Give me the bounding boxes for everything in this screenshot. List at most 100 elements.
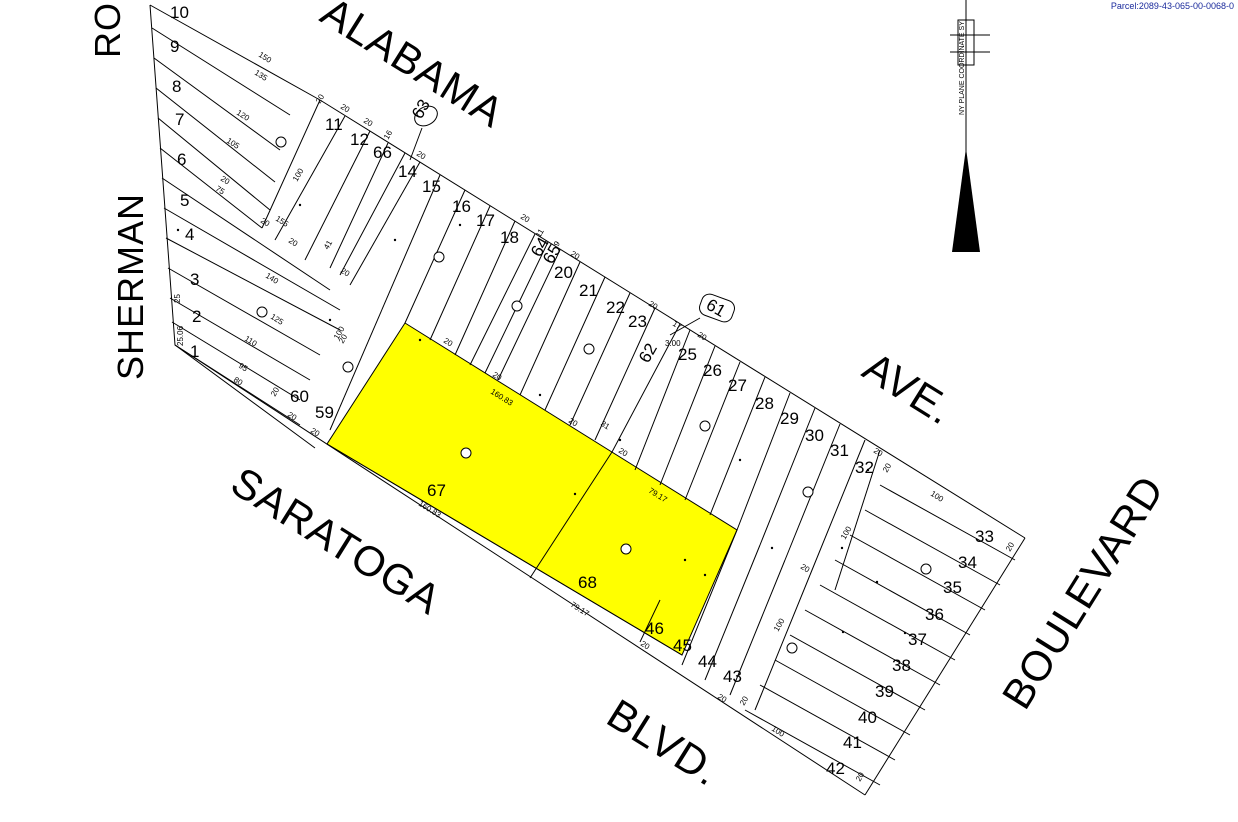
lot-68-46-divider [639,599,661,643]
north-lot-lines [261,99,881,591]
lot-29: 29 [780,409,799,428]
lot-1: 1 [190,342,199,361]
svg-text:25.06: 25.06 [176,325,185,346]
north-arrow-label: NY PLANE COORDINATE SY [959,21,966,115]
svg-text:20: 20 [881,461,894,474]
lot-41: 41 [843,733,862,752]
lot-31: 31 [830,441,849,460]
lot-14: 14 [398,162,417,181]
svg-text:20: 20 [799,562,812,575]
lot-11: 11 [325,115,343,134]
lot-5: 5 [180,191,189,210]
lot-3: 3 [190,270,199,289]
lot-67: 67 [427,481,446,500]
street-sherman: SHERMAN [110,193,151,380]
lot-27: 27 [728,376,747,395]
street-ro: RO [87,2,128,58]
north-boundary [149,4,321,101]
svg-text:20: 20 [309,426,322,439]
lot-7: 7 [175,110,184,129]
lot-17: 17 [476,211,495,230]
lot-67-68-divider [529,451,613,579]
svg-text:20: 20 [872,446,885,459]
saratoga-blvd-frontage [174,344,866,796]
lot-37: 37 [908,630,927,649]
west-lot-lines [151,27,341,401]
svg-text:20: 20 [339,266,352,279]
lot-circles [256,136,932,654]
lot-28: 28 [755,394,774,413]
lot-68: 68 [578,573,597,592]
svg-text:20: 20 [854,770,867,783]
svg-text:100: 100 [770,724,787,739]
lot-63-callout: 63 [408,96,438,161]
svg-text:3.00: 3.00 [665,339,681,348]
svg-text:20: 20 [716,692,729,705]
lot-61-callout: 61 [669,293,735,336]
svg-text:31: 31 [599,419,612,432]
street-ave: AVE. [855,343,962,434]
svg-text:25: 25 [173,294,182,303]
svg-text:79.17: 79.17 [569,600,591,619]
lot-23: 23 [628,312,647,331]
svg-text:100: 100 [929,489,946,504]
svg-text:20: 20 [519,212,532,225]
svg-text:75: 75 [214,184,227,197]
lot-38: 38 [892,656,911,675]
lot-34: 34 [958,553,977,572]
lot-60: 60 [290,387,309,406]
lot-66: 66 [373,143,392,162]
svg-text:110: 110 [243,334,259,349]
svg-text:100: 100 [772,616,787,633]
lot-2: 2 [192,307,201,326]
street-boulevard: BOULEVARD [993,467,1173,717]
svg-text:120: 120 [235,108,252,123]
svg-text:105: 105 [225,136,242,151]
lot-18: 18 [500,228,519,247]
svg-text:100: 100 [291,166,306,183]
lot-10: 10 [170,3,189,22]
lot-46: 46 [645,619,664,638]
svg-text:80: 80 [232,375,245,388]
svg-text:20: 20 [738,694,751,707]
svg-text:20: 20 [1004,540,1017,553]
lot-33: 33 [975,527,994,546]
lot-43: 43 [723,667,742,686]
lot-25: 25 [678,345,697,364]
lot-39: 39 [875,682,894,701]
lot-20: 20 [554,263,573,282]
svg-text:41: 41 [322,238,335,251]
lot-26: 26 [703,361,722,380]
alabama-ave-frontage [319,99,1026,539]
svg-text:150: 150 [257,50,274,65]
lot-16: 16 [452,197,471,216]
lot-8: 8 [172,77,181,96]
street-blvd: BLVD. [599,690,728,795]
svg-text:20: 20 [286,410,299,423]
lot-6: 6 [177,150,186,169]
dimension-labels: 150 135 120 105 75 155 140 125 110 95 80… [173,50,945,739]
lot-21: 21 [579,281,598,300]
lot-22: 22 [606,298,625,317]
lot-32: 32 [855,458,874,477]
lot-40: 40 [858,708,877,727]
lot-1-bottom [174,344,301,426]
lot-35: 35 [943,578,962,597]
lot-45: 45 [673,636,692,655]
parcel-67-68-highlight[interactable] [326,322,738,656]
svg-text:140: 140 [264,271,281,286]
lot-9: 9 [170,37,179,56]
east-lot-lines [744,484,1016,786]
parcel-id-label: Parcel:2089-43-065-00-0068-0 [1110,1,1234,11]
svg-text:17: 17 [671,319,684,332]
lot-12: 12 [350,130,369,149]
lot-36: 36 [925,605,944,624]
north-arrow: NY PLANE COORDINATE SY [950,0,990,252]
lot-30: 30 [805,426,824,445]
boulevard-frontage [864,537,1026,796]
corner-dots [176,203,907,635]
lot-42: 42 [826,759,845,778]
svg-text:20: 20 [569,249,582,262]
highlight-bottom-edge [326,443,683,656]
